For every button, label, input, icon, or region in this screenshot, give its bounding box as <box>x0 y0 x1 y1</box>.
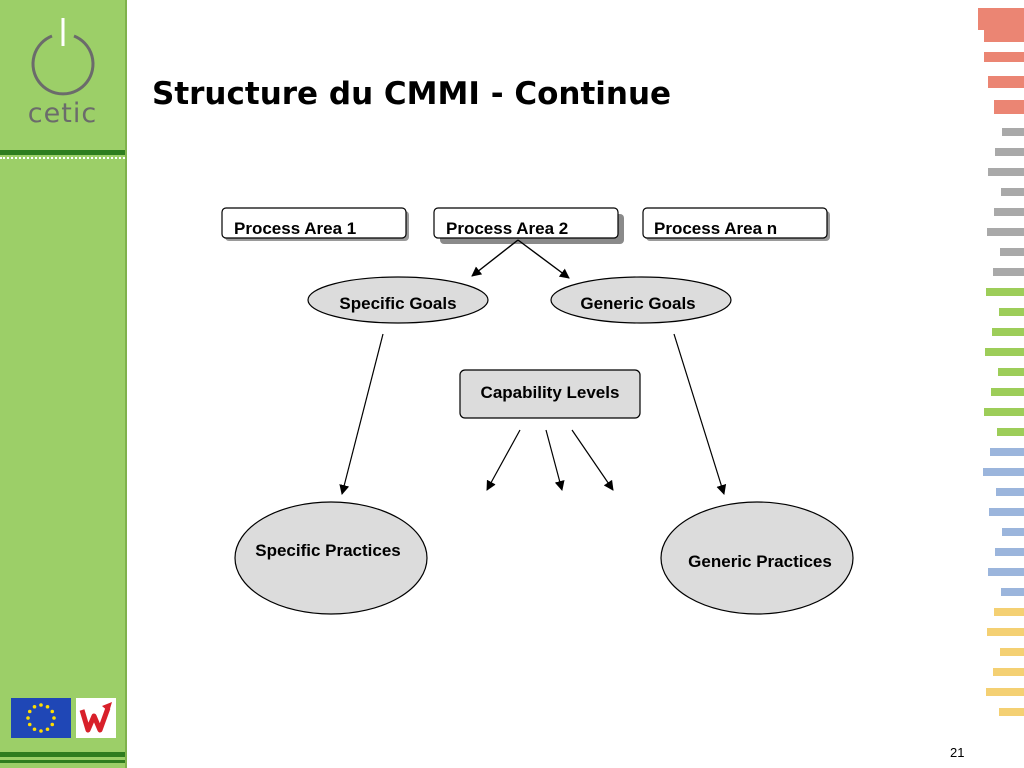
decorative-stripe <box>991 388 1024 396</box>
process-area-1-label: Process Area 1 <box>234 219 356 238</box>
eu-star-icon <box>32 727 37 732</box>
decorative-stripe <box>986 288 1024 296</box>
generic-practices-label: Generic Practices <box>688 552 832 571</box>
decorative-stripe <box>999 308 1024 316</box>
sidebar: cetic <box>0 0 127 768</box>
eu-star-icon <box>27 722 32 727</box>
logo-text: cetic <box>27 98 98 129</box>
decorative-stripe <box>988 168 1024 176</box>
arrow-specific-goals-to-specific-practices <box>339 333 384 495</box>
decorative-stripe <box>983 468 1024 476</box>
arrow-pa2-to-specific-goals <box>471 239 519 277</box>
arrow-generic-goals-to-generic-practices <box>673 333 727 495</box>
eu-flag-icon <box>11 698 71 738</box>
decorative-stripe <box>988 568 1024 576</box>
decorative-stripe <box>1002 528 1024 536</box>
decorative-stripe <box>987 628 1024 636</box>
decorative-stripe <box>985 348 1024 356</box>
sidebar-dotted-divider <box>0 157 125 159</box>
eu-star-icon <box>52 716 56 720</box>
eu-star-icon <box>50 709 55 714</box>
capability-levels-node: Capability Levels <box>459 369 641 419</box>
decorative-stripe <box>978 8 1024 30</box>
eu-star-icon <box>50 722 55 727</box>
decorative-stripe <box>994 208 1024 216</box>
process-area-2-node: Process Area 2 <box>433 207 624 244</box>
decorative-stripe <box>990 448 1024 456</box>
decorative-stripes <box>978 8 1024 716</box>
arrow-capability-levels-3 <box>571 429 614 491</box>
capability-levels-label: Capability Levels <box>481 383 620 402</box>
process-area-n-label: Process Area n <box>654 219 777 238</box>
eu-star-icon <box>27 709 32 714</box>
eu-star-icon <box>39 729 43 733</box>
sidebar-bottom-divider <box>0 752 125 757</box>
generic-practices-node: Generic Practices <box>660 501 854 615</box>
eu-star-icon <box>45 727 50 732</box>
sidebar-divider <box>0 150 125 155</box>
eu-star-icon <box>45 704 50 709</box>
sidebar-bottom-divider-2 <box>0 760 125 763</box>
decorative-stripe <box>987 228 1024 236</box>
decorative-stripe <box>988 76 1024 88</box>
specific-practices-label: Specific Practices <box>255 541 401 560</box>
cmmi-diagram: Process Area 1 Process Area 2 Process Ar… <box>221 207 854 615</box>
decorative-stripe <box>989 508 1024 516</box>
decorative-stripe <box>1001 188 1024 196</box>
process-area-1-node: Process Area 1 <box>221 207 409 241</box>
generic-goals-node: Generic Goals <box>550 276 732 324</box>
decorative-stripe <box>1000 648 1024 656</box>
decorative-stripe <box>1002 128 1024 136</box>
decorative-stripe <box>993 668 1024 676</box>
decorative-stripe <box>984 52 1024 62</box>
decorative-stripe <box>997 428 1024 436</box>
specific-goals-node: Specific Goals <box>307 276 489 324</box>
decorative-stripe <box>999 708 1024 716</box>
eu-star-icon <box>26 716 30 720</box>
arrow-pa2-to-generic-goals <box>517 239 570 279</box>
process-area-2-label: Process Area 2 <box>446 219 568 238</box>
decorative-stripe <box>993 268 1024 276</box>
slide-title: Structure du CMMI - Continue <box>152 76 672 112</box>
process-area-n-node: Process Area n <box>642 207 830 241</box>
decorative-stripe <box>996 488 1024 496</box>
arrow-capability-levels-2 <box>545 429 565 491</box>
decorative-stripe <box>995 548 1024 556</box>
specific-goals-label: Specific Goals <box>339 294 456 313</box>
page-number: 21 <box>950 745 965 760</box>
decorative-stripe <box>994 100 1024 114</box>
decorative-stripe <box>1001 588 1024 596</box>
w-logo-icon <box>76 698 116 738</box>
decorative-stripe <box>992 328 1024 336</box>
cetic-logo-icon <box>31 18 95 96</box>
decorative-stripe <box>984 30 1024 42</box>
decorative-stripe <box>998 368 1024 376</box>
decorative-stripe <box>994 608 1024 616</box>
arrow-capability-levels-1 <box>486 429 521 491</box>
decorative-stripe <box>984 408 1024 416</box>
decorative-stripe <box>1000 248 1024 256</box>
decorative-stripe <box>995 148 1024 156</box>
generic-goals-label: Generic Goals <box>580 294 695 313</box>
specific-practices-node: Specific Practices <box>234 501 428 615</box>
decorative-stripe <box>986 688 1024 696</box>
eu-star-icon <box>39 703 43 707</box>
eu-star-icon <box>32 704 37 709</box>
